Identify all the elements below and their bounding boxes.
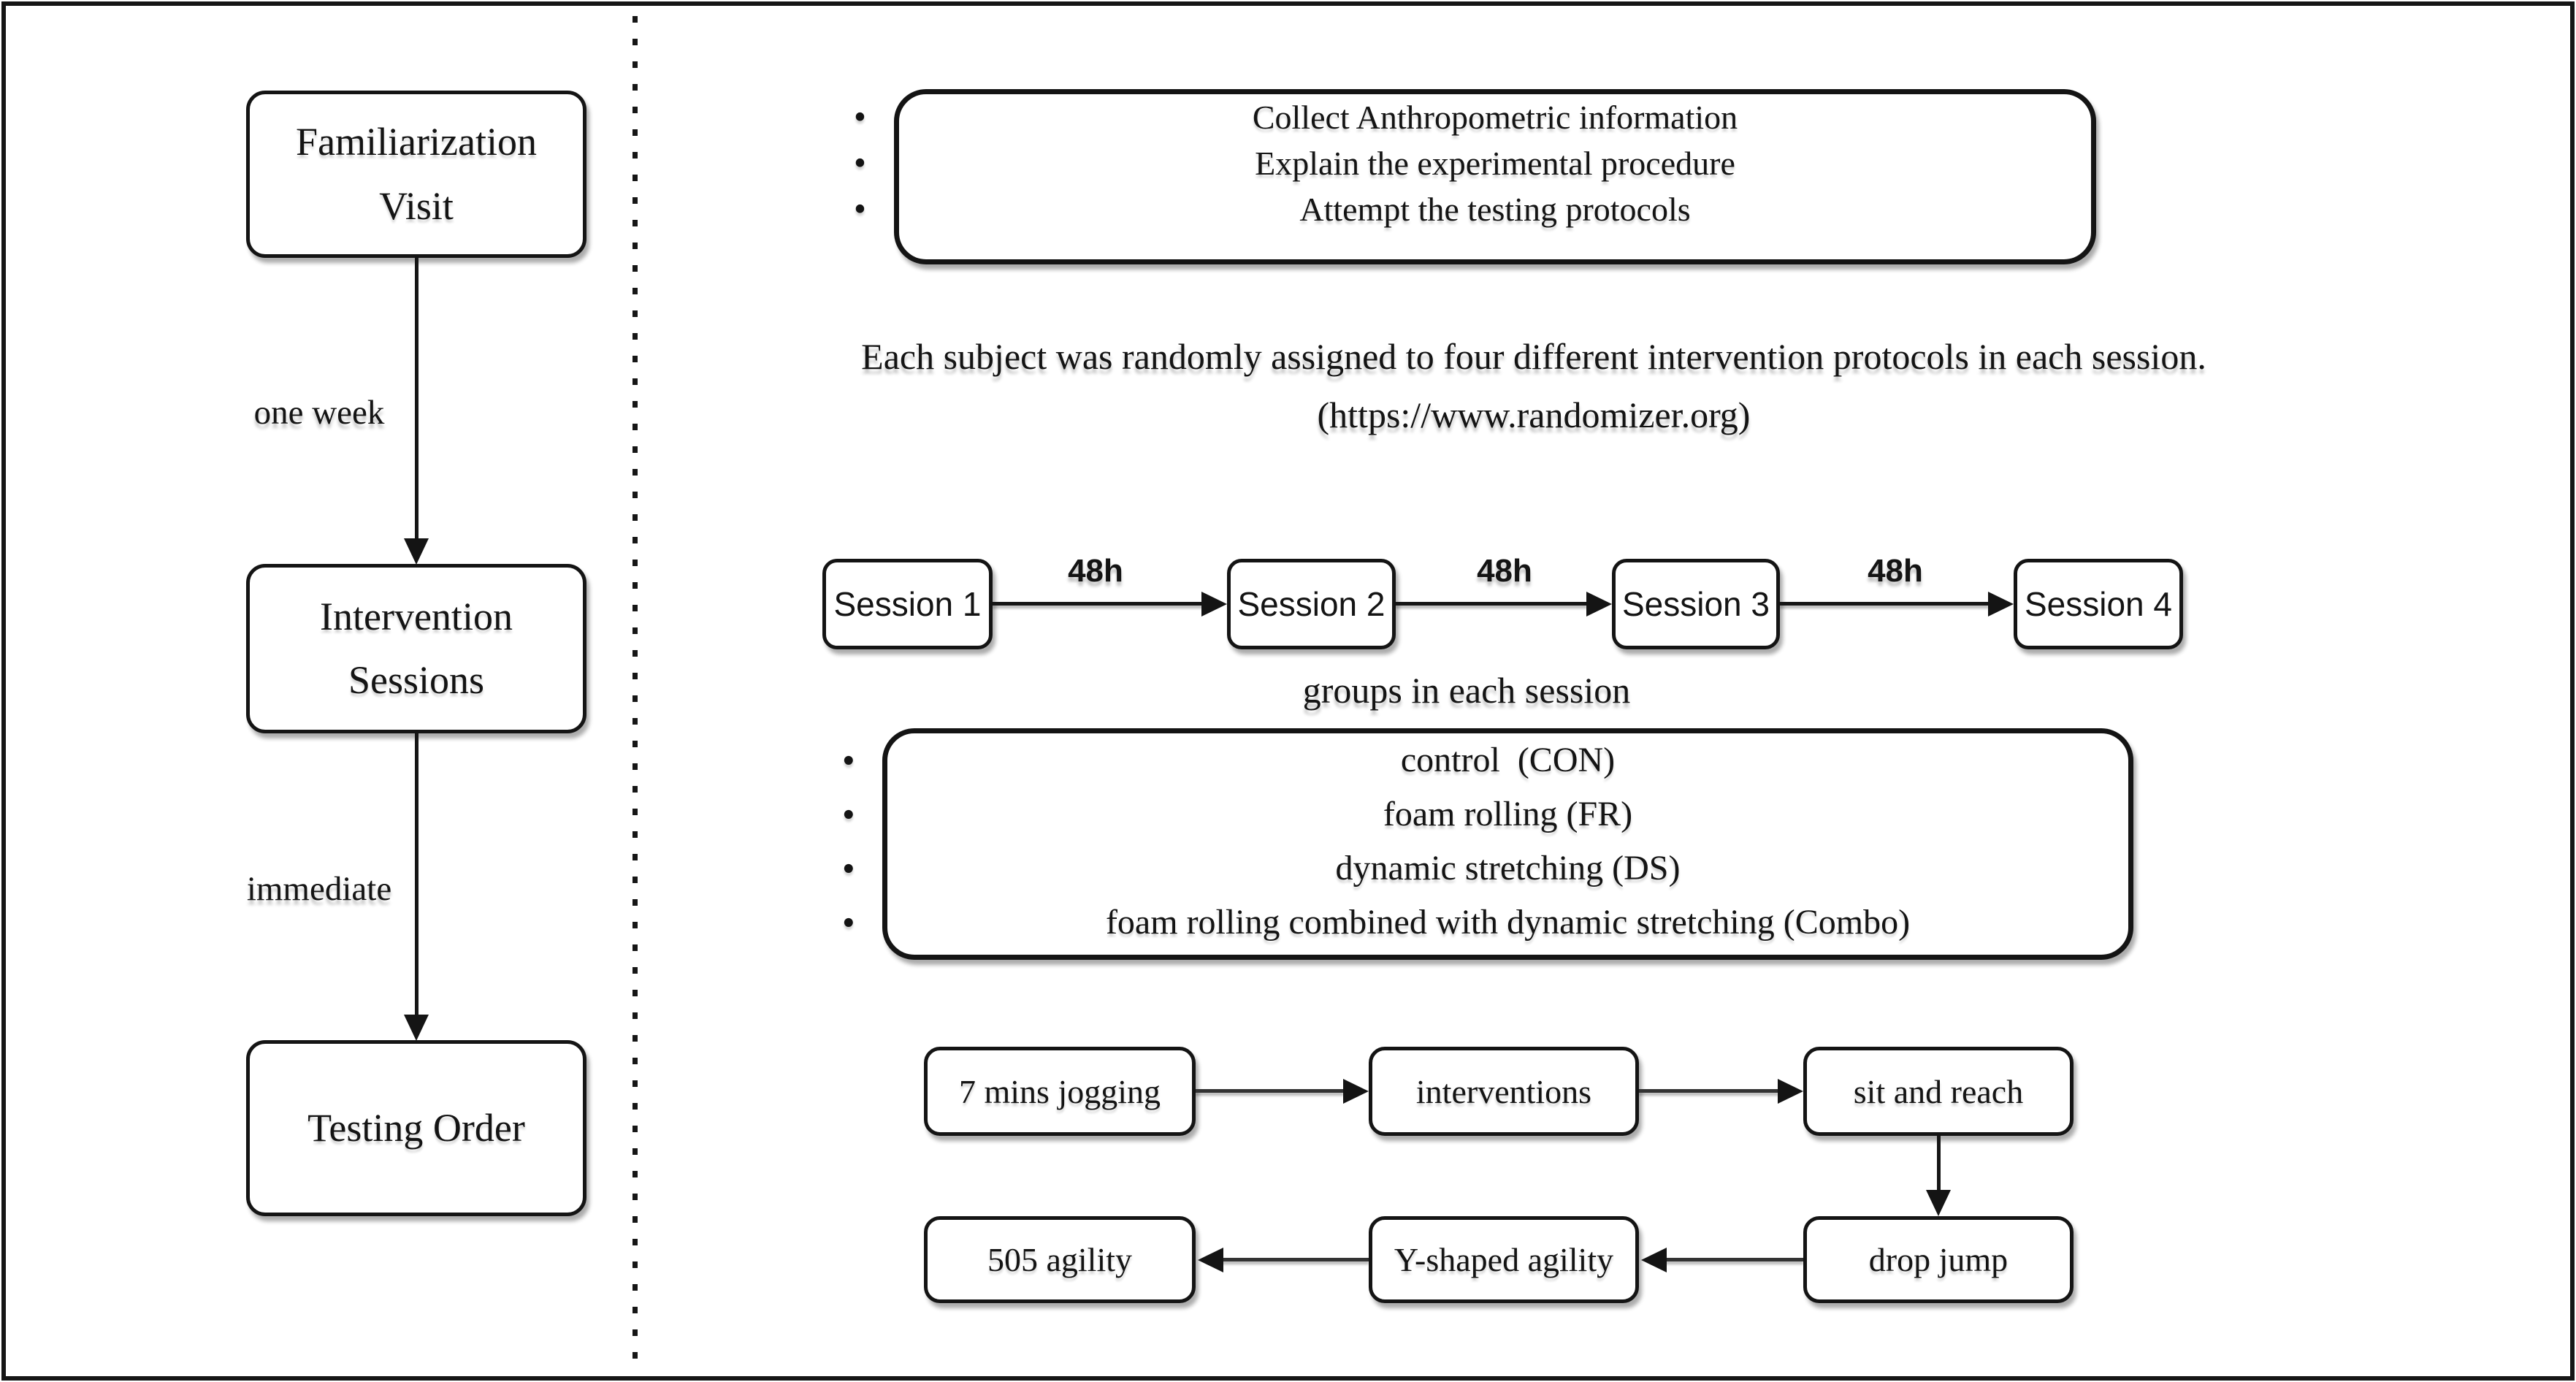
drop-jump-label: drop jump	[1868, 1241, 2009, 1278]
task-item: Explain the experimental procedure	[854, 140, 2091, 186]
session-1-box: Session 1	[822, 559, 993, 649]
interventions-box: interventions	[1369, 1047, 1639, 1136]
group-item: control (CON)	[842, 733, 2128, 787]
agility-505-label: 505 agility	[987, 1241, 1133, 1278]
familiarization-tasks-list: Collect Anthropometric information Expla…	[854, 94, 2091, 232]
gap-48h-label-1: 48h	[1068, 553, 1123, 589]
arrow-head-down-icon	[1926, 1190, 1951, 1218]
jogging-box: 7 mins jogging	[924, 1047, 1196, 1136]
agility-505-box: 505 agility	[924, 1216, 1196, 1303]
familiarization-visit-line2: Visit	[379, 183, 454, 228]
sit-and-reach-box: sit and reach	[1803, 1047, 2074, 1136]
arrow-head-down-icon	[404, 538, 429, 567]
group-item: foam rolling combined with dynamic stret…	[842, 896, 2128, 950]
arrow-head-right-icon	[1201, 592, 1229, 616]
arrow-session-1-to-2-line	[993, 602, 1203, 606]
group-item: foam rolling (FR)	[842, 787, 2128, 841]
sit-and-reach-label: sit and reach	[1853, 1072, 2024, 1110]
one-week-label: one week	[253, 394, 385, 432]
randomization-note-line1: Each subject was randomly assigned to fo…	[861, 336, 2206, 377]
groups-list: control (CON) foam rolling (FR) dynamic …	[842, 733, 2128, 950]
arrow-head-left-icon	[1639, 1248, 1667, 1272]
session-3-label: Session 3	[1621, 585, 1770, 623]
groups-caption: groups in each session	[1302, 670, 1631, 711]
testing-order-box: Testing Order	[246, 1040, 586, 1216]
familiarization-visit-line1: Familiarization	[296, 120, 537, 164]
arrow-head-left-icon	[1196, 1248, 1223, 1272]
familiarization-tasks-box: Collect Anthropometric information Expla…	[854, 89, 2096, 264]
jogging-label: 7 mins jogging	[958, 1072, 1161, 1110]
randomization-note: Each subject was randomly assigned to fo…	[650, 327, 2418, 444]
arrow-session-3-to-4-line	[1780, 602, 1989, 606]
arrow-head-right-icon	[1778, 1079, 1805, 1104]
y-shaped-agility-label: Y-shaped agility	[1394, 1241, 1614, 1278]
session-2-box: Session 2	[1227, 559, 1396, 649]
arrow-interventions-to-sit-and-reach-line	[1639, 1089, 1778, 1093]
arrow-y-shaped-to-505-line	[1221, 1258, 1369, 1261]
randomization-note-line2: (https://www.randomizer.org)	[1317, 394, 1751, 435]
arrow-session-2-to-3-line	[1396, 602, 1587, 606]
arrow-head-down-icon	[404, 1015, 429, 1043]
session-2-label: Session 2	[1237, 585, 1386, 623]
groups-box: control (CON) foam rolling (FR) dynamic …	[842, 728, 2133, 960]
group-item: dynamic stretching (DS)	[842, 841, 2128, 896]
gap-48h-label-3: 48h	[1868, 553, 1923, 589]
arrow-head-right-icon	[1343, 1079, 1371, 1104]
intervention-sessions-line1: Intervention	[320, 594, 513, 638]
dotted-divider	[632, 16, 638, 1360]
interventions-label: interventions	[1415, 1072, 1592, 1110]
arrow-head-right-icon	[1988, 592, 2016, 616]
arrow-sit-and-reach-to-drop-jump-line	[1937, 1136, 1941, 1191]
arrow-drop-jump-to-y-shaped-line	[1665, 1258, 1803, 1261]
arrow-jogging-to-interventions-line	[1196, 1089, 1344, 1093]
session-3-box: Session 3	[1612, 559, 1780, 649]
arrow-intervention-to-testing-line	[415, 733, 418, 1015]
gap-48h-label-2: 48h	[1477, 553, 1532, 589]
task-item: Collect Anthropometric information	[854, 94, 2091, 140]
session-4-label: Session 4	[2024, 585, 2172, 623]
session-1-label: Session 1	[833, 585, 982, 623]
immediate-label: immediate	[246, 870, 392, 908]
drop-jump-box: drop jump	[1803, 1216, 2074, 1303]
intervention-sessions-box: Intervention Sessions	[246, 564, 586, 733]
familiarization-visit-box: Familiarization Visit	[246, 91, 586, 258]
intervention-sessions-line2: Sessions	[348, 658, 485, 702]
y-shaped-agility-box: Y-shaped agility	[1369, 1216, 1639, 1303]
session-4-box: Session 4	[2014, 559, 2183, 649]
arrow-familiarization-to-intervention-line	[415, 258, 418, 538]
arrow-head-right-icon	[1586, 592, 1614, 616]
testing-order-label: Testing Order	[307, 1105, 525, 1150]
task-item: Attempt the testing protocols	[854, 186, 2091, 232]
